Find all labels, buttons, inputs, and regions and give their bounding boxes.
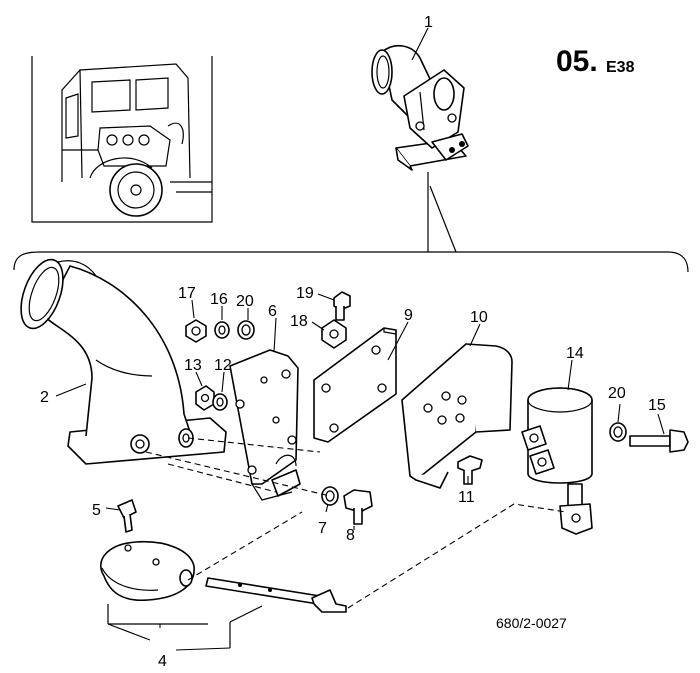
callout-20-left: 20 [236, 293, 254, 310]
callout-18: 18 [290, 313, 308, 330]
callout-11: 11 [458, 489, 475, 506]
callout-8: 8 [346, 527, 355, 544]
exhaust-elbow-part-2 [20, 258, 227, 465]
assembled-elbow-part-1 [371, 27, 469, 171]
washer-part-20-left [237, 308, 255, 340]
callout-17: 17 [178, 285, 196, 302]
callout-7: 7 [318, 520, 327, 537]
nut-part-18 [311, 319, 347, 349]
callout-10: 10 [470, 309, 488, 326]
mounting-bracket-part-10 [401, 323, 513, 489]
assembly-bracket [13, 251, 689, 273]
callout-2: 2 [40, 389, 49, 406]
nut-part-13 [195, 371, 215, 411]
bolt-part-19 [317, 291, 351, 321]
truck-location-inset [31, 56, 213, 223]
part-number-callouts: 1 2 4 5 6 7 8 9 10 11 12 13 14 15 16 17 … [40, 14, 666, 670]
section-code-sub: E38 [606, 59, 635, 76]
drawing-reference-number: 680/2-0027 [496, 615, 567, 631]
bolt-part-8 [343, 489, 373, 530]
callout-6: 6 [268, 303, 277, 320]
callout-15: 15 [648, 397, 666, 414]
section-code-main: 05. [556, 45, 598, 78]
washer-part-7 [321, 486, 339, 513]
washer-part-20-right [609, 403, 627, 442]
washer-part-12 [212, 371, 228, 411]
screw-part-5 [105, 499, 137, 533]
gasket-plate-part-9 [313, 321, 409, 443]
callout-16: 16 [210, 291, 228, 308]
callout-20-right: 20 [608, 385, 626, 402]
valve-body-part-14 [521, 359, 593, 535]
callout-14: 14 [566, 345, 584, 362]
flange-plate-part-6 [229, 317, 301, 501]
bolt-part-11 [457, 455, 483, 485]
callout-12: 12 [214, 357, 232, 374]
spring-washer-part-16 [214, 306, 230, 339]
bolt-part-15 [629, 413, 689, 453]
callout-1: 1 [424, 14, 433, 31]
butterfly-flap-assembly-part-4 [99, 540, 347, 651]
callout-5: 5 [92, 502, 101, 519]
callout-19: 19 [296, 285, 314, 302]
callout-4: 4 [158, 653, 167, 670]
nut-part-17 [185, 299, 207, 343]
callout-9: 9 [404, 307, 413, 324]
callout-13: 13 [184, 357, 202, 374]
